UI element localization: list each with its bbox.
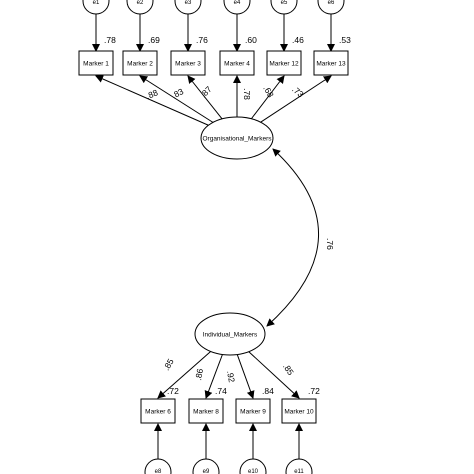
- indicator-label-marker-4: Marker 4: [224, 61, 250, 68]
- indicator-box-marker-8: [188, 398, 224, 424]
- loading-arrow-marker-13: [260, 75, 332, 123]
- error-label-e11: e11: [294, 469, 304, 474]
- indicator-box-marker-12: [266, 50, 302, 76]
- error-label-e5: e5: [281, 0, 288, 6]
- latent-individual-markers: [194, 312, 266, 356]
- error-label-e6: e6: [328, 0, 335, 6]
- indicator-box-marker-13: [313, 50, 349, 76]
- indicator-box-marker-3: [170, 50, 206, 76]
- indicator-box-marker-2: [122, 50, 158, 76]
- indicator-box-marker-9: [235, 398, 271, 424]
- loading-arrow-marker-3: [187, 75, 223, 120]
- loading-arrow-marker-10: [248, 351, 300, 399]
- correlation-arrow: [266, 148, 319, 327]
- error-e10: [239, 458, 267, 474]
- indicator-box-marker-1: [78, 50, 114, 76]
- r-squared-marker-6: .72: [167, 386, 179, 396]
- indicator-label-marker-9: Marker 9: [240, 409, 266, 416]
- bottom-indicator-group: Marker 6 .72 .85 e8 Marker 8 .74 .86 e9 Marker 9…: [140, 351, 320, 474]
- indicator-label-marker-10: Marker 10: [284, 409, 314, 416]
- r-squared-marker-10: .72: [308, 386, 320, 396]
- indicator-label-marker-8: Marker 8: [193, 409, 219, 416]
- error-label-e10: e10: [248, 469, 259, 474]
- loading-label-marker-9: .92: [225, 370, 237, 384]
- r-squared-marker-9: .84: [262, 386, 274, 396]
- latent-individual-label: Individual_Markers: [203, 332, 258, 339]
- loading-label-marker-6: .85: [161, 357, 176, 372]
- error-label-e4: e4: [234, 0, 241, 6]
- error-label-e1: e1: [93, 0, 100, 6]
- indicator-label-marker-3: Marker 3: [175, 61, 201, 68]
- error-label-e2: e2: [137, 0, 144, 6]
- loading-arrow-marker-8: [204, 354, 223, 399]
- loading-arrow-marker-9: [236, 354, 255, 399]
- error-label-e3: e3: [185, 0, 192, 6]
- loading-label-marker-3: .87: [198, 84, 214, 100]
- correlation-label: .76: [325, 238, 335, 250]
- r-squared-marker-1: .78: [104, 35, 116, 45]
- r-squared-marker-4: .60: [245, 35, 257, 45]
- loading-label-marker-10: .85: [281, 362, 296, 378]
- loading-label-marker-12: .68: [261, 84, 276, 99]
- error-e9: [192, 458, 220, 474]
- error-e11: [285, 458, 313, 474]
- error-e8: [144, 458, 172, 474]
- r-squared-marker-12: .46: [292, 35, 304, 45]
- loading-label-marker-1: .88: [145, 87, 160, 101]
- loading-arrow-marker-6: [157, 351, 211, 399]
- loading-arrow-marker-2: [139, 75, 214, 123]
- indicator-label-marker-1: Marker 1: [83, 61, 109, 68]
- r-squared-marker-13: .53: [339, 35, 351, 45]
- indicator-label-marker-2: Marker 2: [127, 61, 153, 68]
- error-label-e9: e9: [203, 469, 210, 474]
- error-label-e8: e8: [155, 469, 162, 474]
- indicator-label-marker-12: Marker 12: [269, 61, 299, 68]
- loading-label-marker-2: .83: [170, 86, 185, 101]
- loading-label-marker-8: .86: [193, 368, 205, 382]
- indicator-label-marker-6: Marker 6: [145, 409, 171, 416]
- loading-label-marker-4: .78: [242, 88, 252, 100]
- indicator-label-marker-13: Marker 13: [316, 61, 346, 68]
- latent-organisational-label: Organisational_Markers: [202, 136, 272, 143]
- r-squared-marker-8: .74: [215, 386, 227, 396]
- loading-arrow-marker-12: [250, 75, 285, 120]
- r-squared-marker-3: .76: [196, 35, 208, 45]
- indicator-box-marker-10: [281, 398, 317, 424]
- loading-label-marker-13: .73: [290, 84, 306, 99]
- r-squared-marker-2: .69: [148, 35, 160, 45]
- loading-arrow-marker-1: [95, 75, 209, 126]
